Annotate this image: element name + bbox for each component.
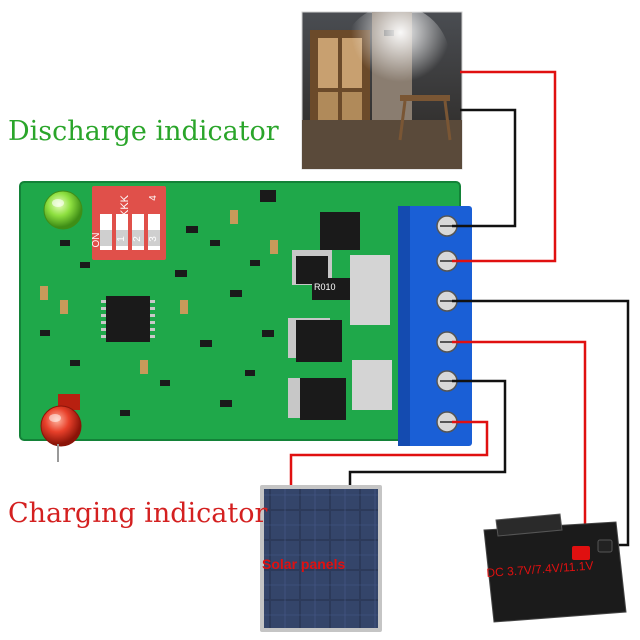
controller-board: R010: [19, 181, 461, 441]
dip-number-1: 1: [116, 236, 127, 242]
terminal-block: [398, 206, 472, 446]
discharge-indicator-label: Discharge indicator: [8, 116, 279, 147]
outdoor-lamp-photo: [301, 5, 463, 170]
dip-number-3: 3: [148, 236, 159, 242]
battery: [483, 513, 627, 623]
dip-number-4: 4: [148, 195, 159, 201]
dip-number-2: 2: [132, 236, 143, 242]
solar-positive-wire: [289, 420, 489, 486]
dip-switch: KKK ON 1 2 3 4: [91, 186, 166, 260]
lamp-positive-wire: [452, 70, 557, 263]
green-led-icon: [43, 190, 83, 230]
dip-on-text: ON: [91, 233, 102, 248]
solar-negative-wire: [348, 379, 507, 486]
solar-panel: [260, 485, 382, 632]
wires: [289, 70, 630, 548]
charging-indicator-label: Charging indicator: [8, 498, 268, 529]
r010-marking: R010: [314, 282, 336, 292]
solar-panels-label: Solar panels: [262, 556, 346, 572]
battery-negative-wire: [452, 299, 630, 547]
red-led-icon: [40, 394, 82, 462]
dip-top-text: KKK: [119, 194, 131, 217]
battery-positive-wire: [452, 340, 587, 548]
lamp-negative-wire: [452, 108, 517, 228]
